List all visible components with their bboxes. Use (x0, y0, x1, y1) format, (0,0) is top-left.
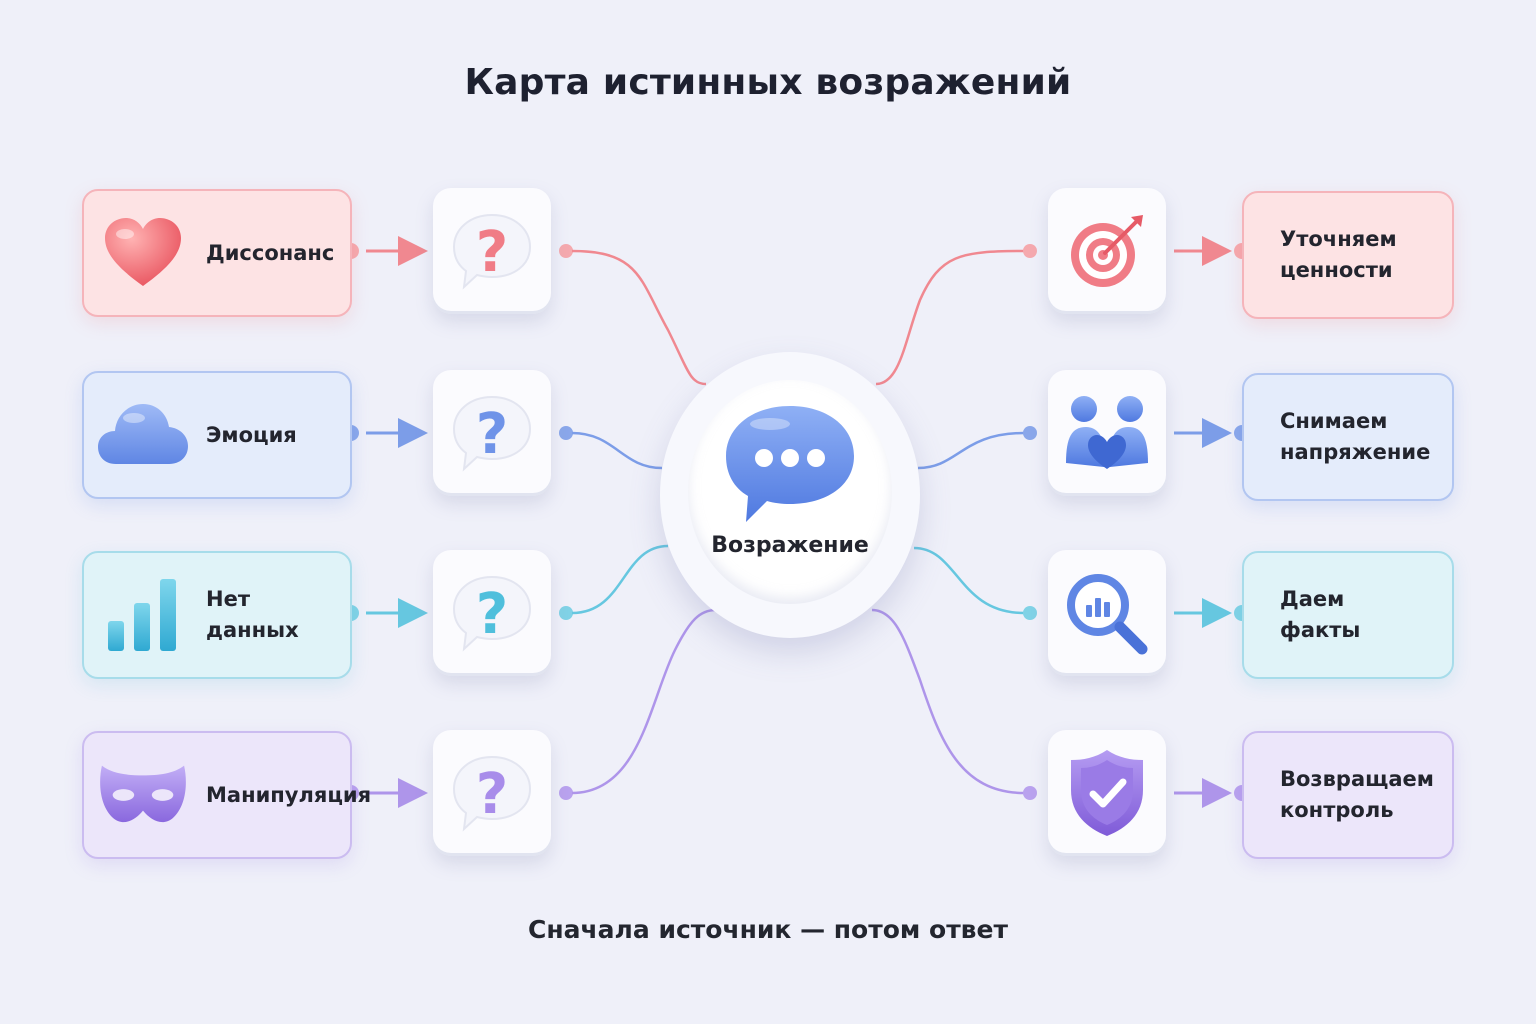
left-curves (559, 244, 717, 800)
svg-text:?: ? (476, 582, 508, 647)
source-card-dissonance: Диссонанс (82, 189, 352, 317)
magnifier-chart-icon (1067, 574, 1148, 655)
left-arrows (343, 236, 428, 808)
question-tile: ? (433, 730, 551, 856)
question-tile: ? (433, 370, 551, 496)
response-tile (1048, 370, 1166, 496)
svg-text:?: ? (476, 220, 508, 285)
source-label: Диссонанс (206, 240, 335, 265)
response-tile (1048, 188, 1166, 314)
question-tile: ? (433, 550, 551, 676)
right-arrows (1174, 236, 1250, 808)
question-bubble-icon: ? (452, 395, 532, 472)
svg-text:?: ? (476, 402, 508, 467)
cloud-icon (98, 390, 188, 480)
diagram-caption: Сначала источник — потом ответ (528, 915, 1008, 944)
bar-chart-icon (98, 570, 188, 660)
right-curves (871, 244, 1037, 800)
hub-label: Возражение (711, 533, 869, 558)
diagram-title: Карта истинных возражений (464, 62, 1072, 103)
source-label: Манипуляция (206, 782, 372, 807)
target-icon (1071, 215, 1143, 287)
shield-check-icon (1071, 750, 1143, 836)
question-tile: ? (433, 188, 551, 314)
response-tile (1048, 730, 1166, 856)
source-card-manipulation: Манипуляция (82, 731, 371, 859)
chat-bubble-icon (726, 406, 854, 522)
source-label: Эмоция (206, 422, 297, 447)
response-tile (1048, 550, 1166, 676)
question-bubble-icon: ? (452, 755, 532, 832)
question-bubble-icon: ? (452, 575, 532, 652)
people-heart-icon (1066, 396, 1148, 469)
source-card-emotion: Эмоция (82, 371, 352, 499)
svg-text:?: ? (476, 762, 508, 827)
mask-icon (98, 750, 188, 840)
question-bubble-icon: ? (452, 213, 532, 290)
heart-icon (98, 208, 188, 298)
